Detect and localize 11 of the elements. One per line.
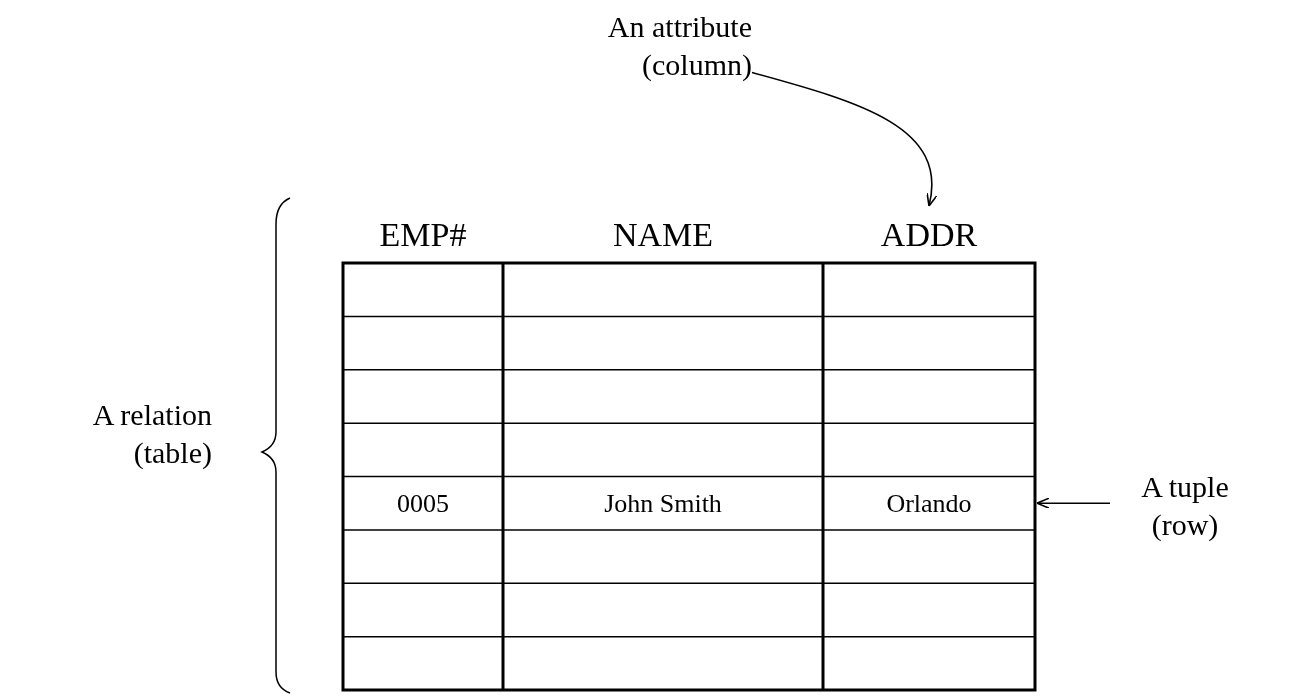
cell-value: John Smith (603, 487, 723, 520)
column-header: ADDR (833, 212, 1025, 258)
leader-arrow (751, 71, 937, 207)
tuple-note: A tuple (row) (1110, 468, 1260, 550)
attribute-note: An attribute (column) (540, 8, 752, 94)
column-header: EMP# (378, 215, 468, 255)
column-header: NAME (611, 215, 715, 255)
cell-value: 0005 (396, 487, 450, 520)
leader-arrow (1036, 497, 1111, 509)
cell-value: Orlando (885, 487, 973, 520)
relation-note: A relation (table) (91, 397, 212, 471)
